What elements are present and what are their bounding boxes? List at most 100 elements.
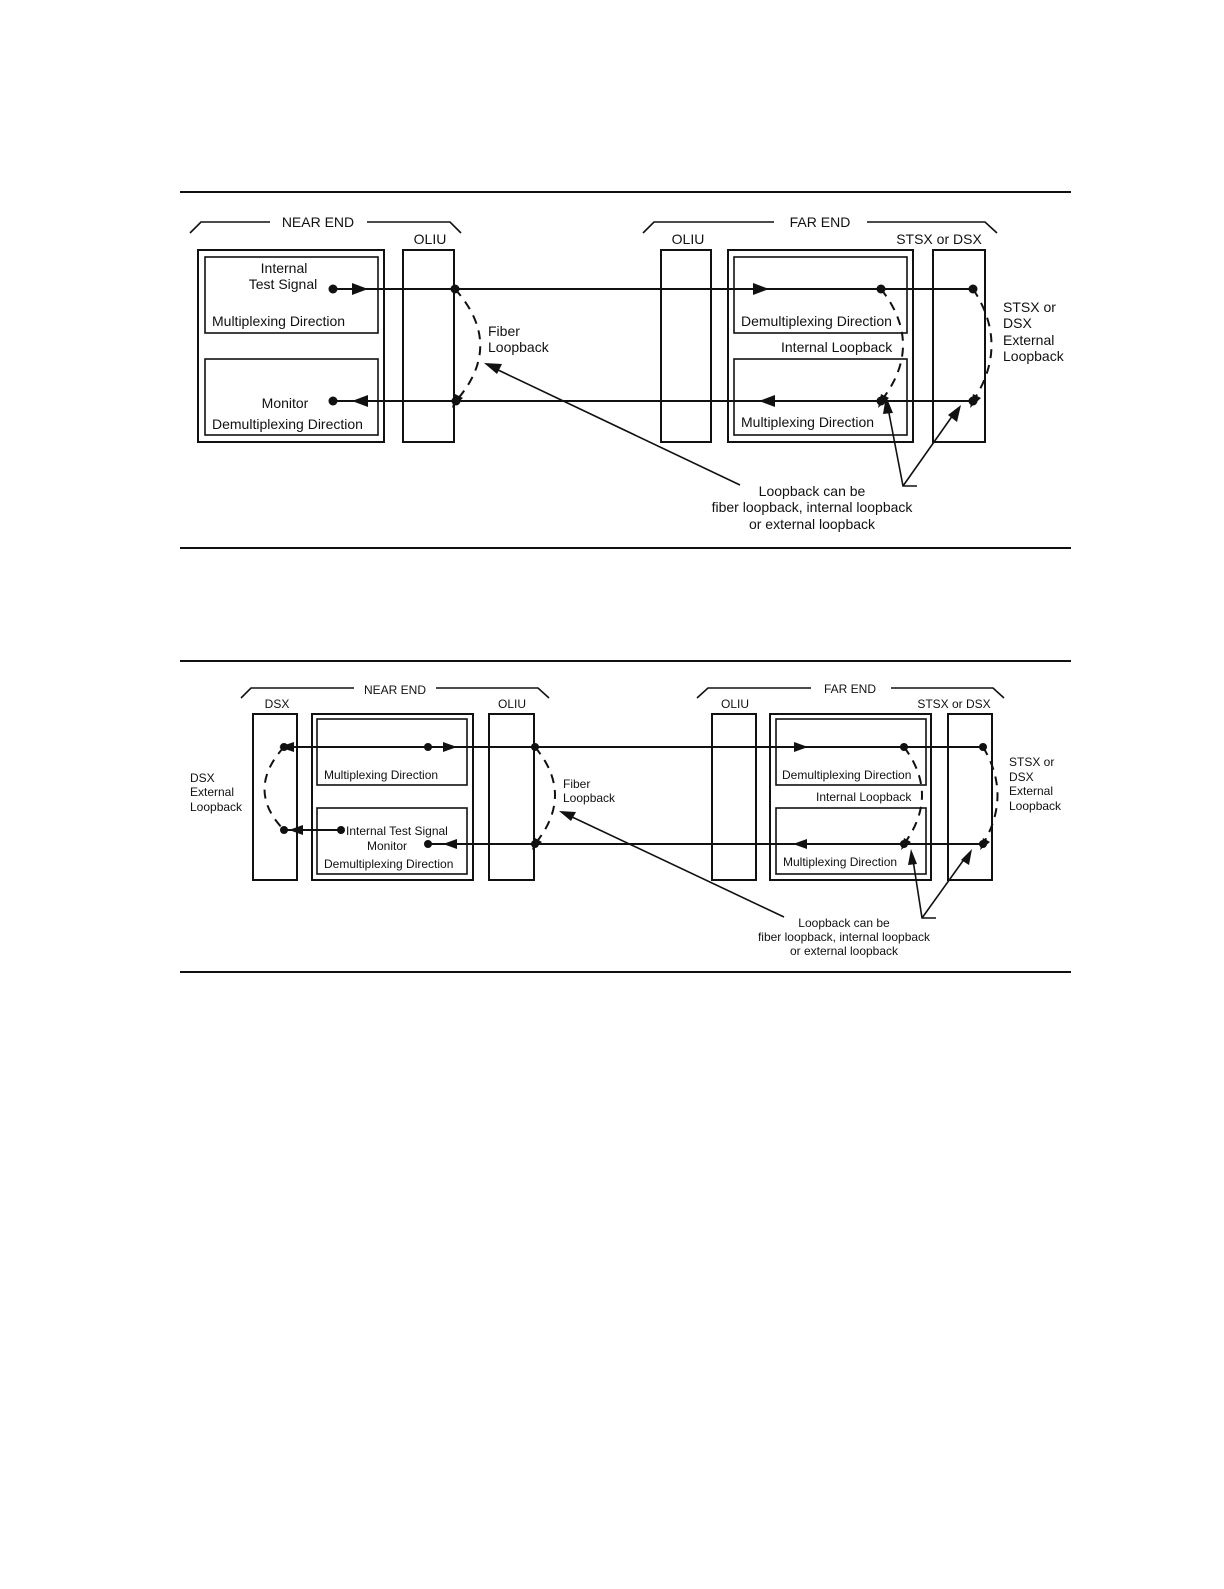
dsx-external-loopback-path: [263, 746, 285, 831]
callout-arrow-icon: [961, 849, 972, 865]
figure-1: NEAR END FAR END Internal Test Signal Mu…: [180, 191, 1071, 549]
note-line-1: Loopback can be: [759, 483, 866, 499]
near-mux-label: Multiplexing Direction: [324, 768, 438, 782]
arrow-left-icon: [759, 395, 775, 407]
near-demux-label: Demultiplexing Direction: [324, 857, 453, 871]
far-end-unit: [727, 249, 914, 443]
fiber-loopback-path: [534, 746, 556, 845]
loop-arrow-icon: [980, 838, 990, 850]
loop-arrow-icon: [452, 394, 463, 408]
far-mux-box: [733, 358, 908, 436]
external-loopback-label-3: External: [1009, 784, 1053, 798]
near-end-bracket-left: [189, 221, 270, 234]
external-loopback-label-1: STSX or: [1009, 755, 1054, 769]
monitor-label: Monitor: [262, 395, 309, 411]
far-oliu-label: OLIU: [672, 231, 705, 247]
callout-arrow-icon: [559, 811, 576, 821]
external-loopback-path: [972, 288, 993, 402]
monitor-node: [424, 840, 432, 848]
test-signal-node: [328, 284, 338, 294]
stsx-box: [932, 249, 986, 443]
far-oliu-label: OLIU: [721, 697, 749, 711]
near-end-bracket-right: [367, 221, 462, 234]
internal-loopback-path: [903, 746, 923, 845]
near-end-bracket-right: [436, 687, 550, 699]
near-end-unit: [311, 713, 474, 881]
dsx-loopback-label-2: External: [190, 785, 234, 799]
far-demux-box: [733, 256, 908, 334]
near-end-unit: [197, 249, 385, 443]
note-line-1: Loopback can be: [798, 916, 890, 930]
monitor-label: Monitor: [367, 839, 407, 853]
arrow-left-icon: [352, 395, 368, 407]
stsx-label: STSX or DSX: [896, 231, 982, 247]
near-mux-label: Multiplexing Direction: [212, 313, 345, 329]
external-loopback-label-1: STSX or: [1003, 299, 1056, 315]
internal-loopback-label: Internal Loopback: [781, 339, 893, 355]
arrow-left-icon: [793, 839, 807, 849]
far-mux-label: Multiplexing Direction: [783, 855, 897, 869]
callout-arrow-icon: [484, 363, 502, 374]
callout-line-internal: [912, 859, 936, 919]
note-line-2: fiber loopback, internal loopback: [712, 499, 914, 515]
external-loopback-path: [982, 746, 999, 845]
external-loopback-label-4: Loopback: [1003, 348, 1065, 364]
node: [280, 826, 288, 834]
far-oliu-box: [711, 713, 757, 881]
near-oliu-box: [402, 249, 455, 443]
far-end-unit: [769, 713, 932, 881]
arrow-right-icon: [443, 742, 457, 752]
fiber-loopback-label-1: Fiber: [563, 777, 590, 791]
far-demux-label: Demultiplexing Direction: [741, 313, 892, 329]
near-demux-box: [316, 807, 468, 875]
near-oliu-box: [488, 713, 535, 881]
note-line-3: or external loopback: [790, 944, 899, 958]
internal-loopback-label: Internal Loopback: [816, 790, 912, 804]
far-oliu-box: [660, 249, 712, 443]
test-signal-node: [337, 826, 345, 834]
stsx-box: [947, 713, 993, 881]
near-demux-label: Demultiplexing Direction: [212, 416, 363, 432]
dsx-loopback-label-3: Loopback: [190, 800, 243, 814]
near-oliu-label: OLIU: [498, 697, 526, 711]
arrow-right-icon: [352, 283, 368, 295]
external-loopback-label-2: DSX: [1003, 315, 1032, 331]
far-demux-label: Demultiplexing Direction: [782, 768, 911, 782]
callout-arrow-icon: [908, 849, 917, 865]
far-end-bracket-left: [696, 687, 811, 699]
callout-line-external: [921, 857, 966, 919]
callout-arrow-icon: [883, 396, 893, 414]
far-end-label: FAR END: [824, 682, 876, 696]
node: [424, 743, 432, 751]
near-demux-box: [204, 358, 379, 436]
callout-line-fiber: [495, 368, 741, 486]
external-loopback-label-2: DSX: [1009, 770, 1034, 784]
fiber-loopback-label-2: Loopback: [488, 339, 550, 355]
callout-line-external: [902, 414, 954, 487]
arrow-left-icon: [443, 839, 457, 849]
fiber-loopback-path: [454, 288, 482, 402]
far-end-bracket-right: [891, 687, 1005, 699]
near-end-label: NEAR END: [282, 214, 354, 230]
callout-arrow-icon: [948, 405, 961, 422]
internal-test-signal-label-2: Test Signal: [249, 276, 317, 292]
figure-2: NEAR END FAR END DSX Multiplexing Direct…: [180, 660, 1071, 973]
callout-line-fiber: [569, 815, 785, 918]
arrow-right-icon: [794, 742, 808, 752]
loop-arrow-icon: [901, 838, 911, 850]
external-loopback-label-3: External: [1003, 332, 1054, 348]
dsx-loopback-label-1: DSX: [190, 771, 215, 785]
monitor-node: [328, 396, 338, 406]
near-mux-box: [204, 256, 379, 334]
near-end-bracket-left: [240, 687, 354, 699]
far-mux-label: Multiplexing Direction: [741, 414, 874, 430]
arrow-left-icon: [289, 825, 303, 835]
note-line-2: fiber loopback, internal loopback: [758, 930, 931, 944]
external-loopback-label-4: Loopback: [1009, 799, 1062, 813]
near-mux-box: [316, 718, 468, 786]
near-end-label: NEAR END: [364, 683, 426, 697]
internal-test-signal-label: Internal Test Signal: [346, 824, 448, 838]
fiber-loopback-label-1: Fiber: [488, 323, 520, 339]
